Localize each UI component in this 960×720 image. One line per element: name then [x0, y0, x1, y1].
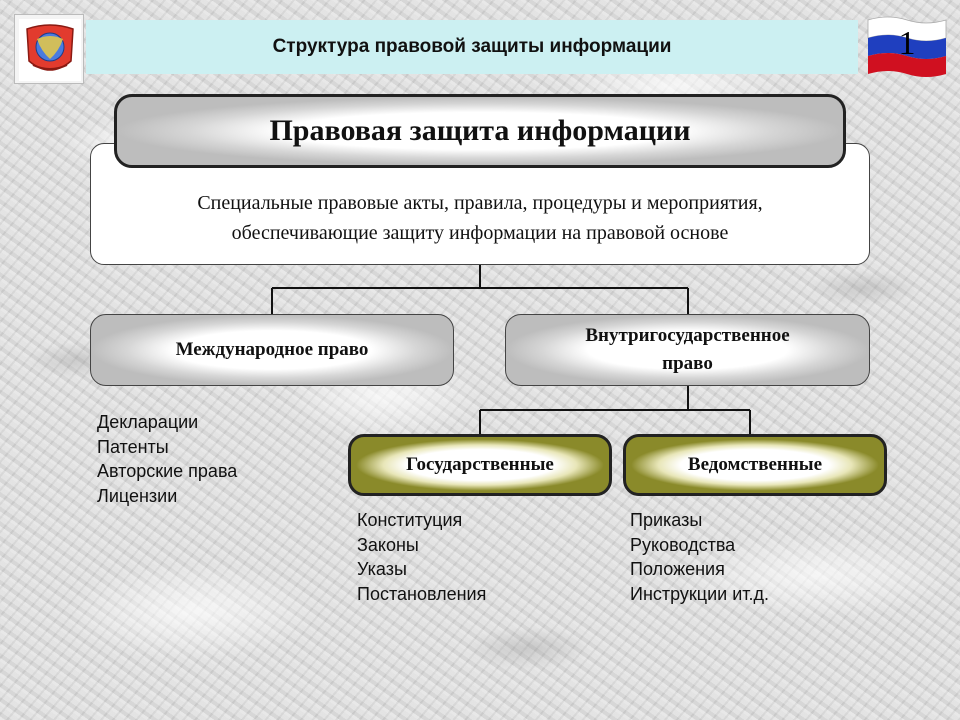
international-law-node: Международное право [90, 314, 454, 386]
slide-title: Структура правовой защиты информации [272, 36, 672, 57]
list-item: Авторские права [97, 461, 238, 481]
root-description: Специальные правовые акты, правила, проц… [90, 188, 870, 248]
title-bar: Структура правовой защиты информации [86, 20, 858, 74]
list-item: Декларации [97, 412, 199, 432]
root-title-pill: Правовая защита информации [114, 94, 846, 168]
list-item: Положения [630, 559, 725, 579]
list-item: Патенты [97, 436, 169, 457]
international-law-label: Международное право [175, 339, 369, 360]
state-node: Государственные [348, 434, 612, 496]
domestic-law-label-line-1: Внутригосударственное [585, 325, 790, 346]
state-items-list: Конституция Законы Указы Постановления [357, 508, 486, 606]
list-item: Приказы [630, 510, 703, 530]
list-item: Законы [357, 534, 419, 555]
departmental-node: Ведомственные [623, 434, 887, 496]
list-item: Лицензии [97, 485, 178, 506]
domestic-law-node: Внутригосударственное право [505, 314, 870, 386]
state-label: Государственные [406, 454, 554, 475]
root-description-line-2: обеспечивающие защиту информации на прав… [231, 222, 729, 244]
list-item: Инструкции ит.д. [630, 583, 770, 604]
list-item: Конституция [357, 510, 463, 530]
russian-flag-icon [867, 16, 947, 77]
international-items-list: Декларации Патенты Авторские права Лицен… [97, 410, 237, 508]
list-item: Руководства [630, 534, 736, 555]
coat-of-arms-icon [19, 19, 81, 81]
domestic-law-label-line-2: право [662, 353, 713, 374]
list-item: Указы [357, 559, 407, 579]
root-title: Правовая защита информации [269, 114, 691, 147]
list-item: Постановления [357, 583, 487, 604]
departmental-label: Ведомственные [687, 454, 823, 475]
root-description-line-1: Специальные правовые акты, правила, проц… [197, 192, 763, 214]
slide-number: 1 [898, 25, 916, 62]
departmental-items-list: Приказы Руководства Положения Инструкции… [630, 508, 769, 606]
emblem [14, 14, 84, 84]
